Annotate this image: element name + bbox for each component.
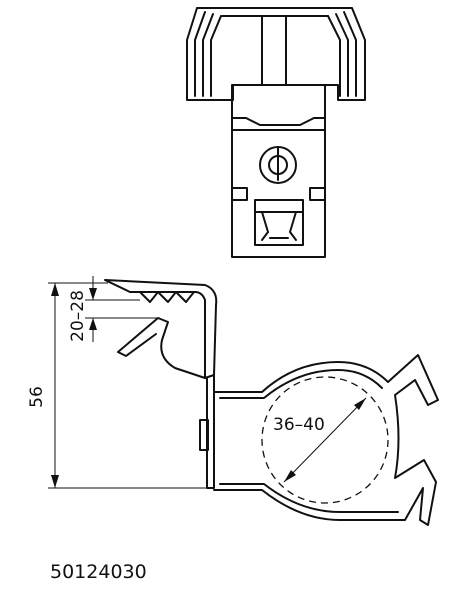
top-view xyxy=(186,7,366,258)
body-side-notches xyxy=(231,187,326,201)
side-view: 36–40 56 20–28 xyxy=(27,276,439,526)
spring-tab xyxy=(117,317,206,379)
knob-outline xyxy=(186,7,366,101)
ring-clip xyxy=(213,354,439,526)
clip-window xyxy=(254,199,304,246)
neck-shoulder xyxy=(231,117,326,126)
lower-body xyxy=(231,129,326,258)
neck-body xyxy=(231,84,326,131)
dim-56-arrow-bottom xyxy=(51,475,59,488)
clip-teeth xyxy=(254,211,304,241)
knob-top-band xyxy=(221,15,329,86)
knob-ridge-left xyxy=(194,11,222,97)
diameter-arrow-top xyxy=(354,398,366,410)
diameter-arrow-bottom xyxy=(284,470,296,482)
dim-clamp-label: 20–28 xyxy=(68,290,88,342)
dim-clamp-arrow-top xyxy=(89,288,97,300)
diameter-line xyxy=(283,397,367,483)
strap-knob xyxy=(199,419,209,451)
dim-clamp-arrow-bottom xyxy=(89,318,97,330)
pipe-circle xyxy=(261,376,389,504)
clamp-teeth xyxy=(139,291,195,303)
knob-ridge-right xyxy=(327,11,357,97)
diameter-label: 36–40 xyxy=(273,415,325,435)
ring-clip-inner xyxy=(219,369,399,513)
dim-56-label: 56 xyxy=(27,386,47,408)
dim-56-arrow-top xyxy=(51,283,59,296)
part-number: 50124030 xyxy=(50,561,147,583)
